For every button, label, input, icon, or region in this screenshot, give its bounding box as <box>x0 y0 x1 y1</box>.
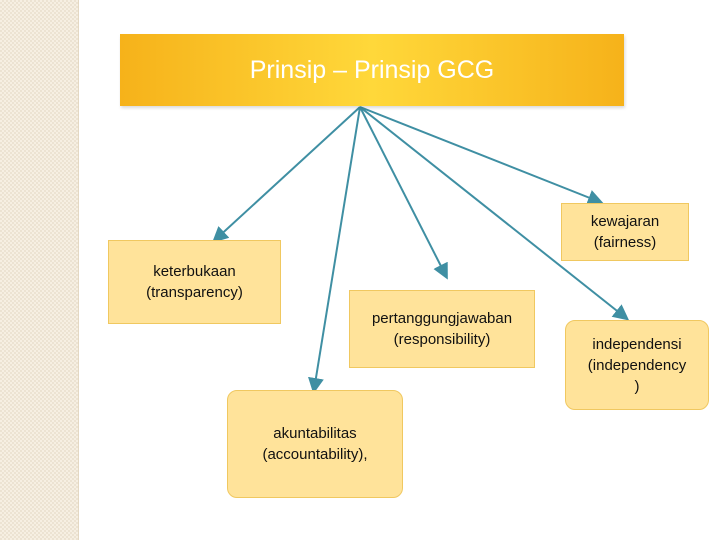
node-independensi: independensi (independency ) <box>565 320 709 410</box>
connector-to-pertanggungjawaban <box>359 106 448 280</box>
connector-to-kewajaran <box>359 106 604 206</box>
node-pertanggungjawaban: pertanggungjawaban (responsibility) <box>349 290 535 368</box>
node-akuntabilitas: akuntabilitas (accountability), <box>227 390 403 498</box>
node-kewajaran-label: kewajaran (fairness) <box>590 213 660 251</box>
connector-to-independensi <box>359 106 630 321</box>
connector-to-akuntabilitas <box>308 106 361 394</box>
node-akuntabilitas-label: akuntabilitas (accountability), <box>262 425 368 463</box>
connector-to-keterbukaan <box>212 106 361 243</box>
diagram-title: Prinsip – Prinsip GCG <box>120 34 624 106</box>
diagram-title-text: Prinsip – Prinsip GCG <box>249 55 495 84</box>
node-keterbukaan: keterbukaan (transparency) <box>108 240 281 324</box>
decorative-side-strip <box>0 0 79 540</box>
node-independensi-label: independensi (independency ) <box>587 335 687 395</box>
node-kewajaran: kewajaran (fairness) <box>561 203 689 261</box>
node-keterbukaan-label: keterbukaan (transparency) <box>146 263 243 301</box>
node-pertanggungjawaban-label: pertanggungjawaban (responsibility) <box>371 310 513 348</box>
